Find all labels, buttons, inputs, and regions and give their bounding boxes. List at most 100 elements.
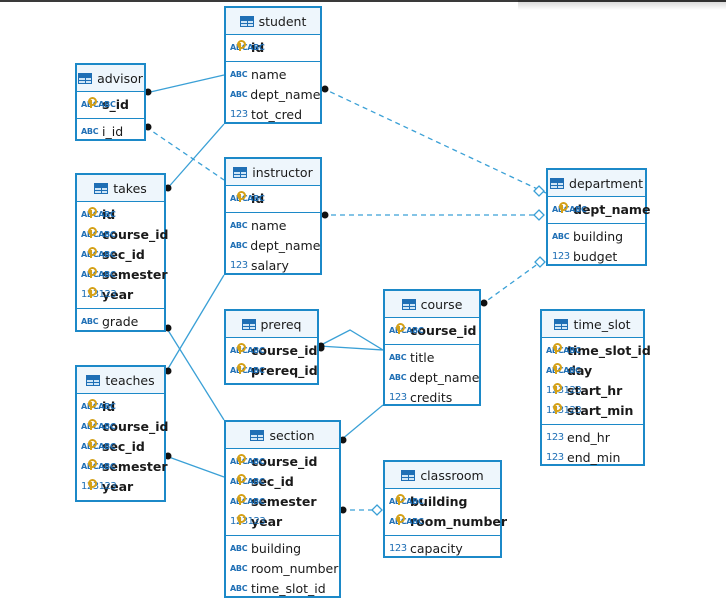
- primary-key-icon: [88, 459, 97, 470]
- column-name: building: [251, 541, 302, 556]
- entity-header[interactable]: classroom: [385, 462, 500, 489]
- column-name: course_id: [251, 343, 318, 358]
- string-type-icon: ABCABC: [81, 419, 116, 431]
- column-name: end_min: [567, 450, 621, 465]
- primary-key-icon: [88, 207, 97, 218]
- entity-header[interactable]: prereq: [226, 311, 317, 338]
- entity-header[interactable]: teaches: [77, 367, 164, 394]
- entity-header[interactable]: advisor: [77, 65, 144, 92]
- numeric-type-icon: 123123: [546, 383, 582, 396]
- entity-header[interactable]: takes: [77, 175, 164, 202]
- column-name: name: [251, 218, 287, 233]
- string-type-icon: ABC: [230, 241, 248, 250]
- table-icon: [86, 374, 101, 386]
- column-name: building: [410, 494, 468, 509]
- entity-header[interactable]: section: [226, 422, 339, 449]
- column-name: prereq_id: [251, 363, 318, 378]
- table-icon: [239, 15, 254, 27]
- column-name: id: [102, 207, 116, 222]
- column-name: time_slot_id: [567, 343, 651, 358]
- column-name: tot_cred: [251, 107, 303, 122]
- entity-header[interactable]: course: [385, 291, 479, 318]
- string-type-icon: ABC: [389, 353, 407, 362]
- entity-header[interactable]: instructor: [226, 159, 320, 186]
- primary-key-icon: [237, 454, 246, 465]
- column-name: semester: [251, 494, 317, 509]
- column-name: start_min: [567, 403, 634, 418]
- column-name: grade: [102, 314, 139, 329]
- string-type-icon: ABCABC: [81, 207, 116, 219]
- string-type-icon: ABCABC: [230, 494, 265, 506]
- primary-key-icon: [396, 514, 405, 525]
- string-type-icon: ABCABC: [81, 399, 116, 411]
- primary-key-icon: [553, 383, 562, 394]
- entity-header[interactable]: department: [548, 170, 645, 197]
- entity-title: instructor: [252, 164, 313, 180]
- entity-header[interactable]: time_slot: [542, 311, 643, 338]
- window-shadow: [518, 0, 726, 10]
- column-name: title: [410, 350, 435, 365]
- entity-header[interactable]: student: [226, 8, 320, 35]
